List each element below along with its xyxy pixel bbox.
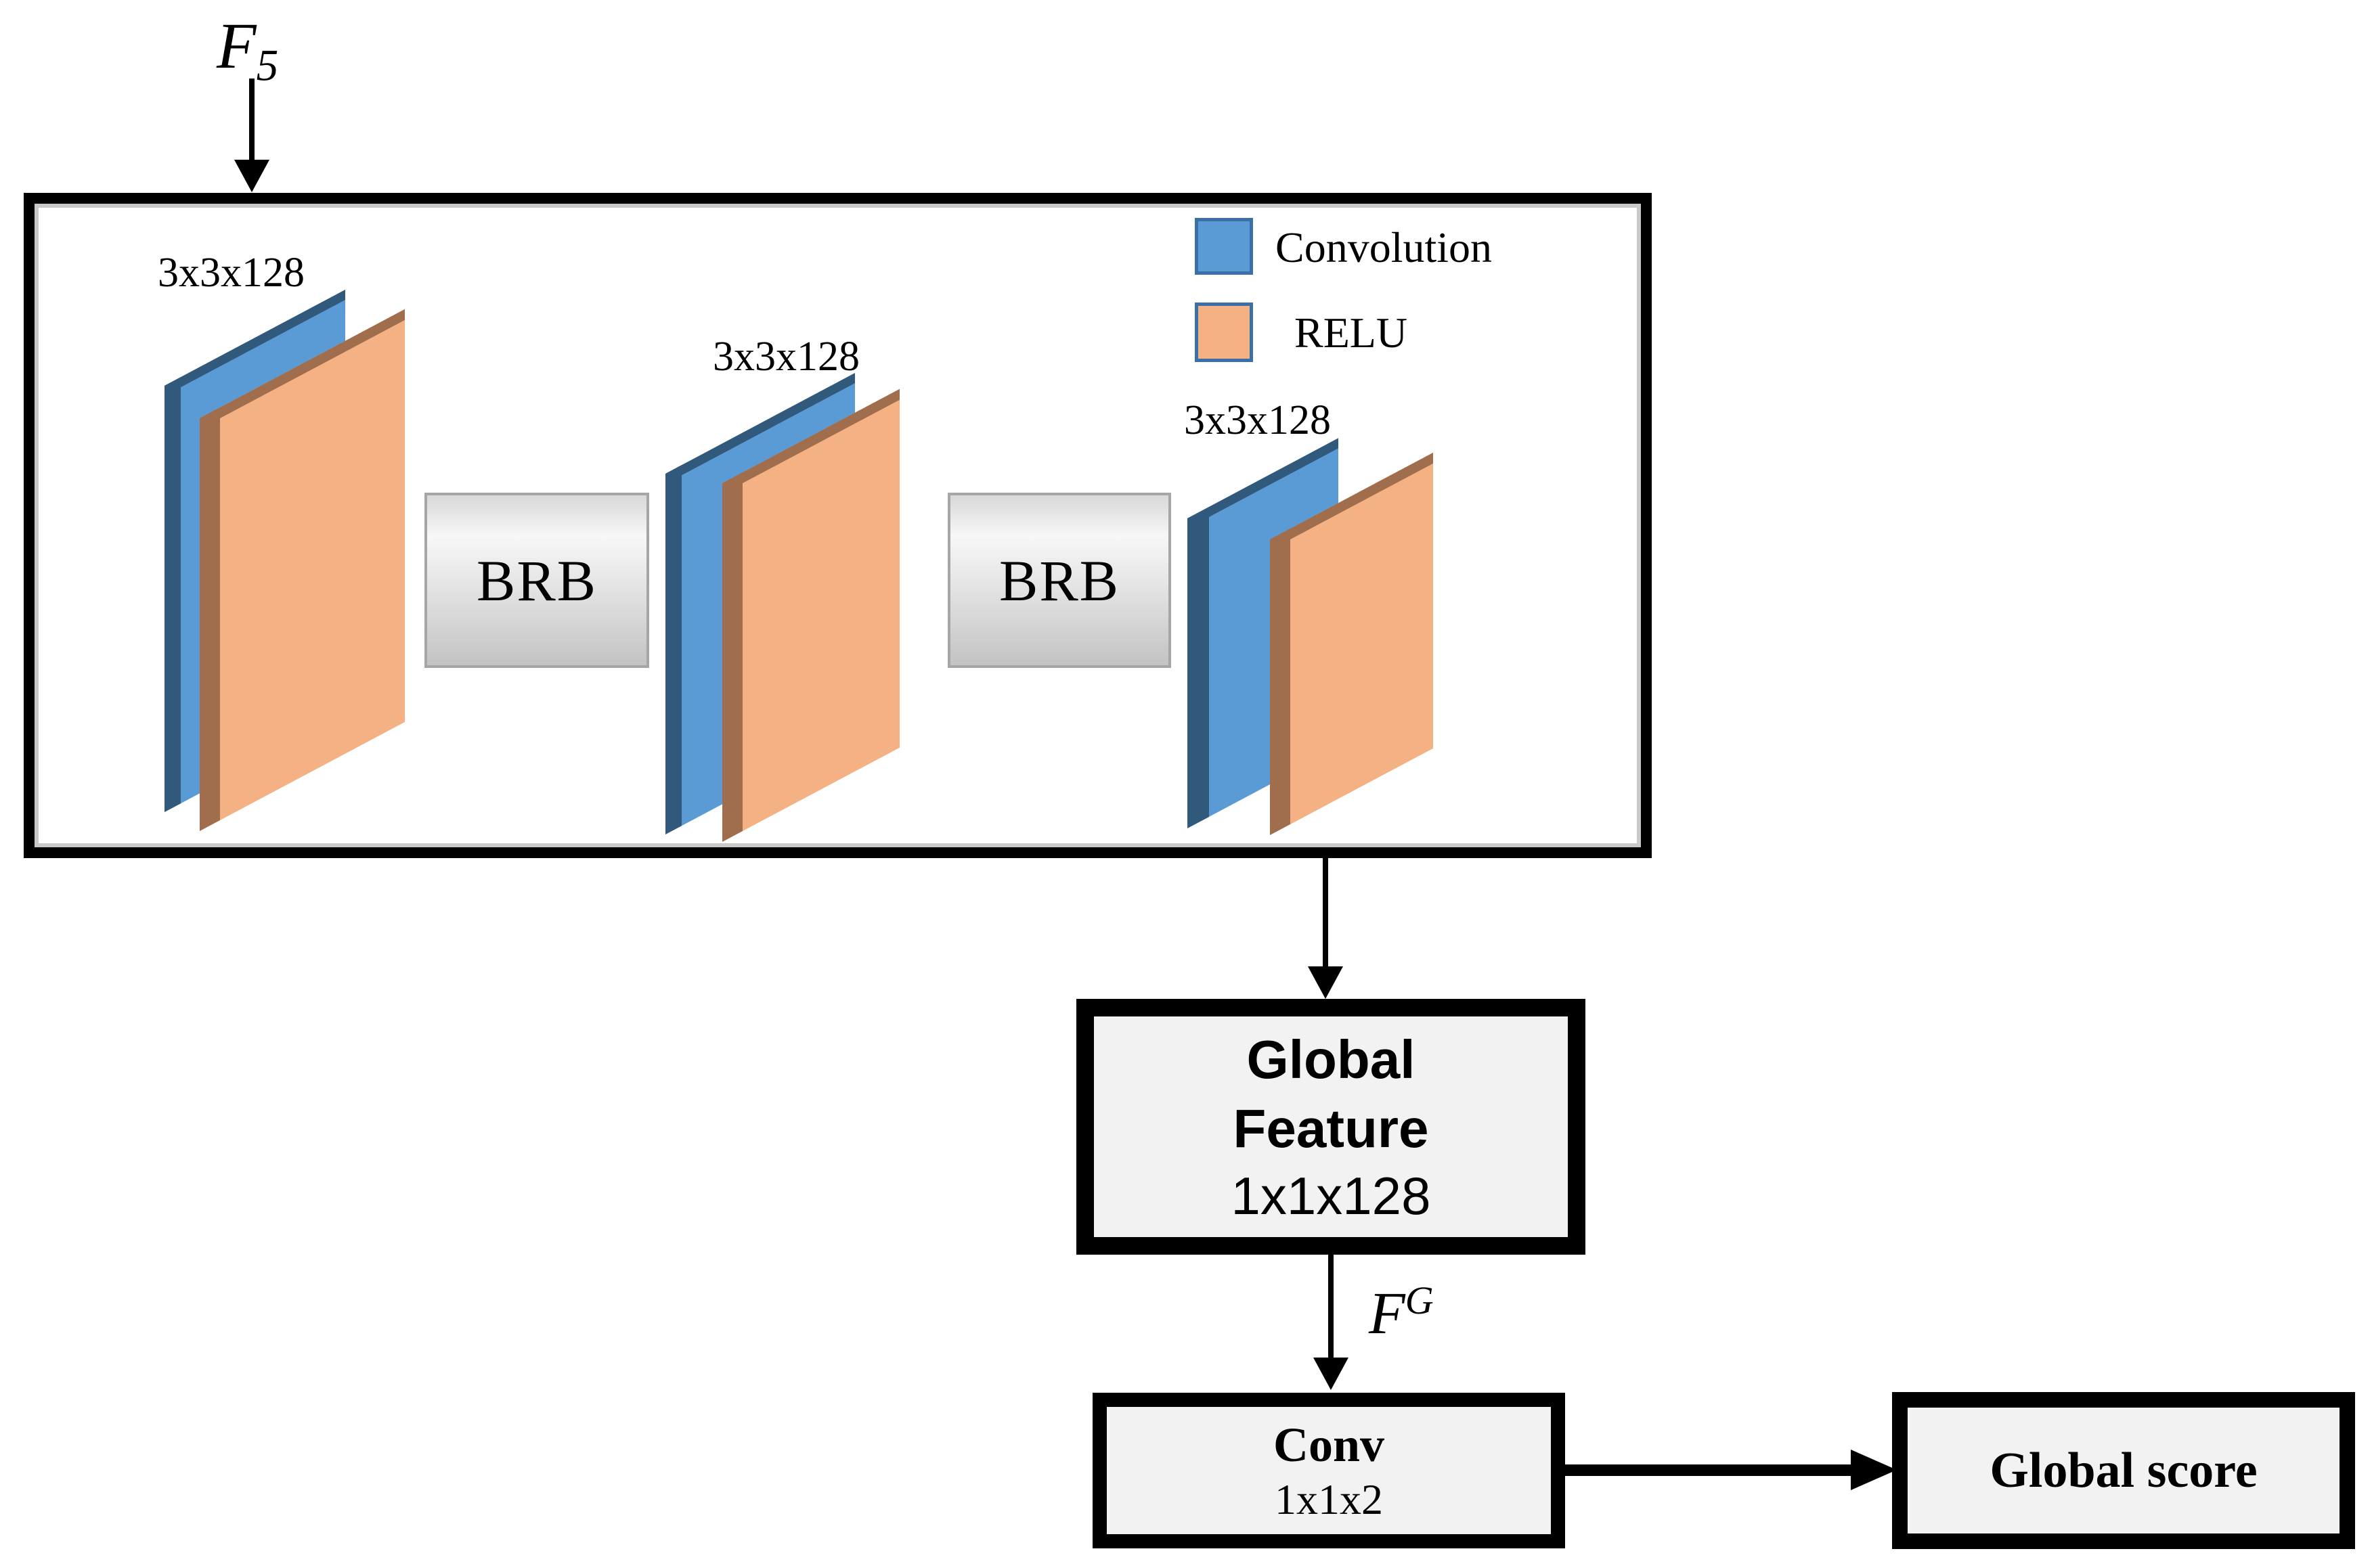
global-score-label: Global score: [1990, 1443, 2258, 1498]
legend-relu-label: RELU: [1294, 309, 1408, 357]
layer1-size-label: 3x3x128: [158, 250, 305, 296]
brb-label: BRB: [998, 547, 1120, 613]
conv-box-title: Conv: [1273, 1418, 1385, 1472]
global-feature-title-line1: Global: [1246, 1029, 1415, 1090]
global-feature-output-label: FG: [1369, 1271, 1434, 1344]
global-feature-size-label: 1x1x128: [1231, 1166, 1431, 1226]
conv-to-global-score-arrow-line: [1565, 1464, 1853, 1476]
global-feature-to-conv-arrow-line: [1328, 1255, 1334, 1358]
conv-box-size-label: 1x1x2: [1275, 1475, 1383, 1523]
global-feature-box: Global Feature 1x1x128: [1076, 999, 1585, 1255]
block-to-global-feature-arrow-head-icon: [1308, 966, 1343, 999]
conv-1x1x2-box: Conv 1x1x2: [1093, 1393, 1565, 1548]
layer2-size-label: 3x3x128: [713, 334, 860, 380]
legend-convolution-label: Convolution: [1275, 223, 1493, 271]
conv-to-global-score-arrow-head-icon: [1851, 1450, 1897, 1490]
brb-block-2: BRB: [948, 493, 1171, 668]
input-feature-symbol: F: [217, 9, 257, 82]
input-feature-subscript: 5: [256, 41, 279, 91]
layer3-size-label: 3x3x128: [1184, 397, 1331, 443]
input-feature-label: F5: [217, 14, 278, 98]
brb-label: BRB: [476, 547, 598, 613]
global-feature-title-line2: Feature: [1233, 1098, 1429, 1159]
global-feature-to-conv-arrow-head-icon: [1313, 1358, 1348, 1390]
global-score-box: Global score: [1892, 1392, 2355, 1549]
fg-symbol: F: [1369, 1281, 1405, 1347]
fg-superscript: G: [1405, 1278, 1434, 1322]
input-arrow-head-icon: [234, 160, 269, 192]
legend-relu-swatch-icon: [1195, 303, 1253, 362]
legend-convolution-swatch-icon: [1195, 218, 1253, 275]
brb-block-1: BRB: [424, 493, 649, 668]
input-arrow-line: [249, 79, 255, 161]
block-to-global-feature-arrow-line: [1323, 858, 1328, 968]
